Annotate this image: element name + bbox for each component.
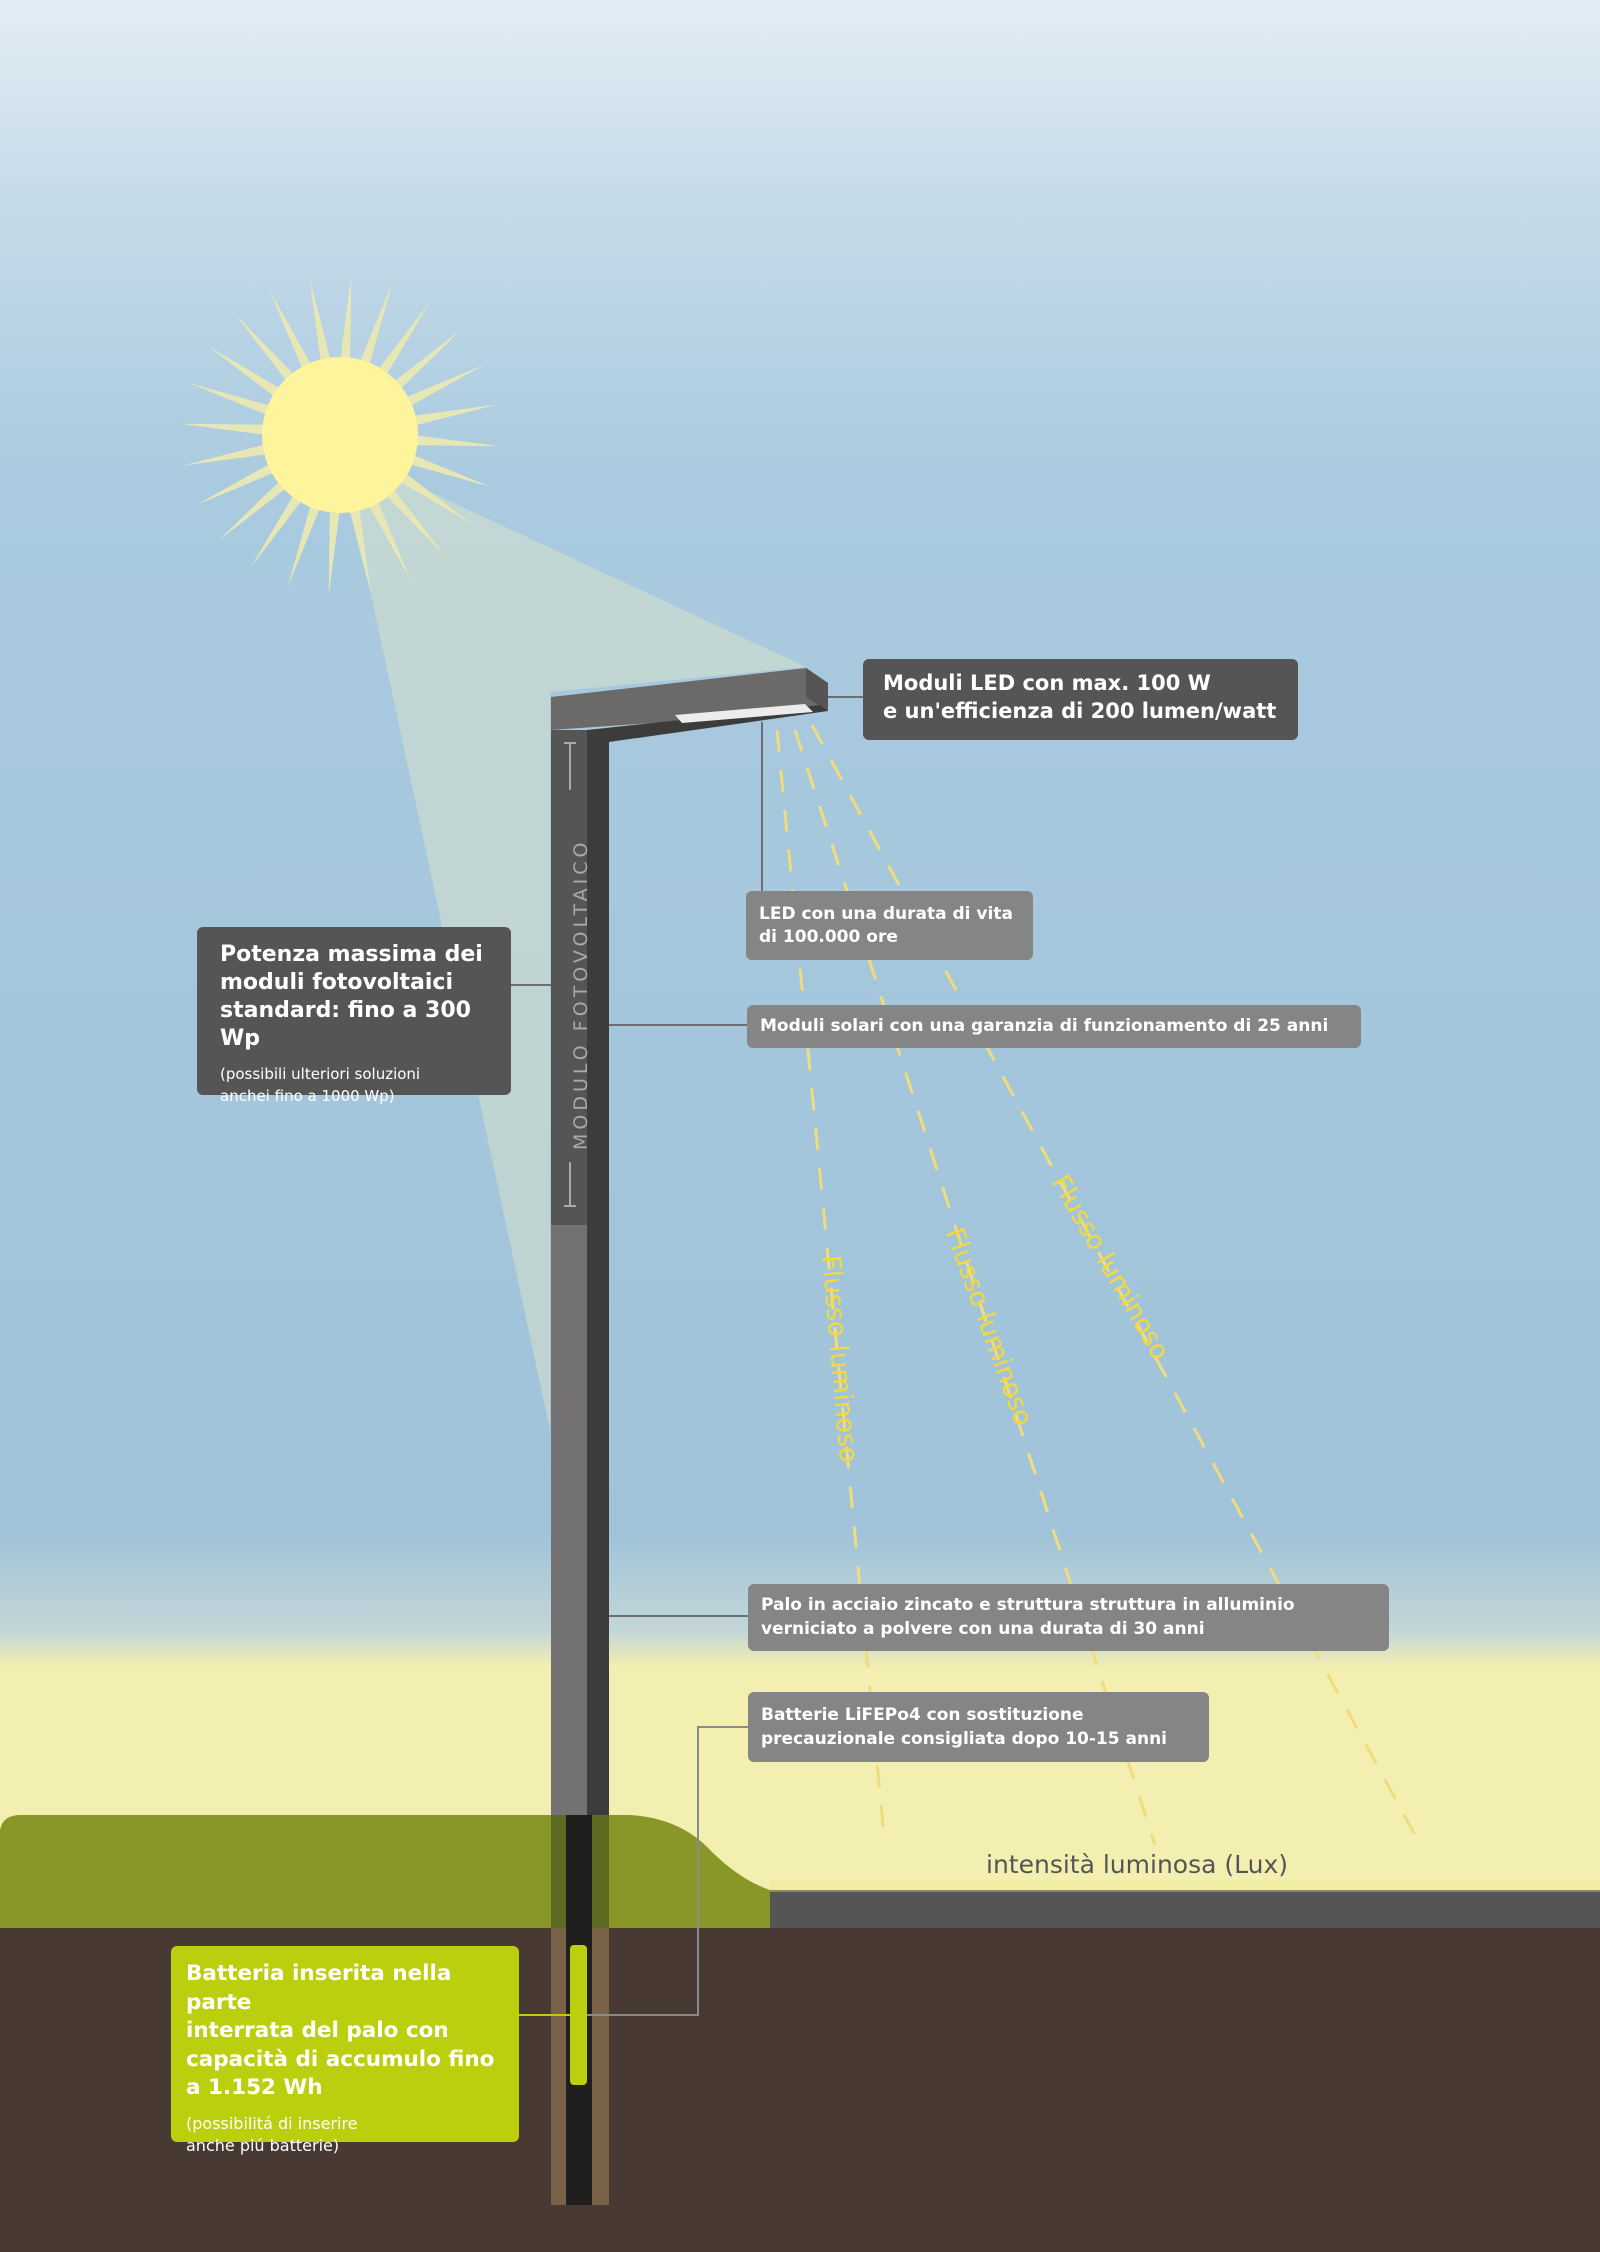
callout-led-life: LED con una durata di vita di 100.000 or…	[746, 891, 1033, 960]
callout-solar-warranty-text: Moduli solari con una garanzia di funzio…	[760, 1016, 1329, 1036]
grass-hill	[0, 1815, 770, 1930]
sunlight-beam	[340, 450, 806, 1430]
sun-ray	[411, 434, 500, 447]
callout-battery-inserted-text: Batteria inserita nella parte interrata …	[186, 1961, 495, 2100]
connector-batteries	[587, 1726, 748, 2016]
callout-battery-inserted: Batteria inserita nella parte interrata …	[171, 1946, 519, 2155]
sun-ray	[366, 497, 411, 579]
sun-ray	[182, 443, 271, 466]
led-strip	[675, 704, 813, 723]
sun-ray	[375, 302, 430, 379]
sun-ray	[409, 404, 498, 427]
sun-ray	[188, 382, 274, 417]
sun-ray	[207, 345, 284, 400]
callout-pv-power: Potenza massima dei moduli fotovoltaici …	[197, 927, 511, 1105]
callout-led-life-text: LED con una durata di vita di 100.000 or…	[759, 904, 1013, 947]
callout-battery-inserted-note: (possibilitá di inserire anche piú batte…	[186, 2113, 358, 2155]
light-intensity-label: intensità luminosa (Lux)	[986, 1850, 1289, 1879]
callout-pole: Palo in acciaio zincato e struttura stru…	[748, 1584, 1389, 1651]
sun-ray	[390, 330, 461, 392]
sun-ray	[358, 283, 393, 369]
callout-connectors	[511, 696, 863, 2016]
pv-module-panel	[551, 730, 587, 1225]
pv-module-label: MODULO FOTOVOLTAICO	[570, 838, 592, 1150]
battery-icon	[570, 1945, 587, 2085]
sun-ray	[250, 491, 305, 568]
sun-ray	[348, 504, 371, 593]
callout-pv-power-note: (possibili ulteriori soluzioni anchei fi…	[220, 1065, 421, 1105]
sun-icon	[180, 275, 500, 595]
sun-ray	[196, 461, 278, 506]
callout-pole-text: Palo in acciaio zincato e struttura stru…	[761, 1595, 1295, 1639]
sun-ray	[287, 501, 322, 587]
sun-ray	[180, 423, 269, 436]
sun-ray	[402, 364, 484, 409]
sun-ray	[269, 291, 314, 373]
light-ray-1	[775, 729, 887, 1846]
callout-batteries: Batterie LiFEPo4 con sostituzione precau…	[748, 1692, 1209, 1762]
road-edge	[770, 1890, 1600, 1892]
lamp-arm-side	[806, 668, 828, 711]
sun-ray	[383, 485, 445, 556]
callout-led-modules-text: Moduli LED con max. 100 W e un'efficienz…	[883, 671, 1277, 723]
horizon-glow	[770, 1880, 1600, 1892]
callout-led-modules: Moduli LED con max. 100 W e un'efficienz…	[863, 659, 1298, 740]
pv-module-dimension-marker	[564, 742, 576, 1207]
sun-ray	[309, 277, 332, 366]
callout-batteries-text: Batterie LiFEPo4 con sostituzione precau…	[761, 1705, 1168, 1749]
callout-pv-power-text: Potenza massima dei moduli fotovoltaici …	[220, 942, 483, 1051]
callout-solar-warranty: Moduli solari con una garanzia di funzio…	[747, 1005, 1361, 1048]
sun-ray	[396, 470, 473, 525]
sun-ray	[406, 453, 492, 488]
sun-ray	[235, 314, 297, 385]
road-surface	[770, 1891, 1600, 1930]
sun-ray	[219, 478, 290, 540]
sun-ray	[339, 275, 352, 364]
sun-core	[262, 357, 418, 513]
sun-ray	[328, 506, 341, 595]
light-ray-2	[793, 729, 1157, 1846]
